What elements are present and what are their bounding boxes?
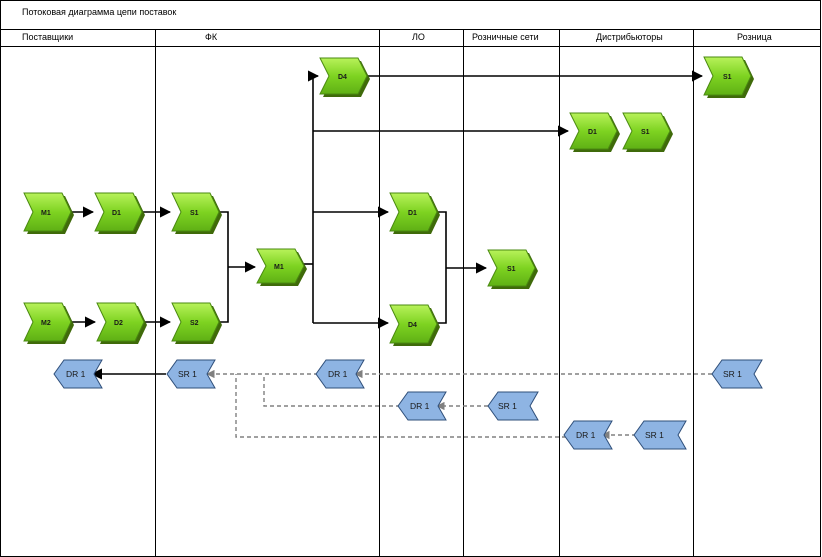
sr1-fk-label: SR 1: [178, 369, 197, 379]
s1-retail-label: S1: [723, 74, 732, 81]
return-flow-lines: [206, 369, 712, 440]
s1-distributors-label: S1: [641, 129, 650, 136]
forward-nodes: M1 D1 M2 D2 S1 S2 M1: [23, 56, 754, 346]
s2-fk-label: S2: [190, 320, 199, 327]
m1-supplier-node[interactable]: M1: [23, 192, 74, 234]
dr1-distributors-label: DR 1: [576, 430, 596, 440]
sr1-distributors-label: SR 1: [645, 430, 664, 440]
s1-fk-node[interactable]: S1: [171, 192, 222, 234]
dr1-distributors-node[interactable]: DR 1: [563, 420, 613, 450]
lane-label-suppliers: Поставщики: [22, 32, 73, 42]
return-lo-to-fk-loop: [263, 374, 400, 407]
dr1-suppliers-node[interactable]: DR 1: [53, 359, 103, 389]
sr1-retail-chains-node[interactable]: SR 1: [487, 391, 539, 421]
m1-fk-node[interactable]: M1: [256, 248, 307, 286]
d1-lo-node[interactable]: D1: [389, 192, 440, 234]
dr1-lo-lane-node[interactable]: DR 1: [397, 391, 447, 421]
s1-retail-chains-node[interactable]: S1: [487, 249, 538, 289]
d4-lo-label: D4: [408, 322, 417, 329]
dr1-lo-lane-label: DR 1: [410, 401, 430, 411]
d2-supplier-node[interactable]: D2: [96, 302, 147, 344]
d1-distributors-label: D1: [588, 129, 597, 136]
s1-retail-node[interactable]: S1: [703, 56, 754, 98]
lane-label-lo: ЛО: [412, 32, 425, 42]
diagram-title: Потоковая диаграмма цепи поставок: [22, 7, 176, 17]
sr1-fk-node[interactable]: SR 1: [166, 359, 216, 389]
lane-label-retail: Розница: [737, 32, 772, 42]
s2-fk-node[interactable]: S2: [171, 302, 222, 344]
dr1-suppliers-label: DR 1: [66, 369, 86, 379]
m1-fk-label: M1: [274, 264, 284, 271]
d4-top-node[interactable]: D4: [319, 57, 370, 97]
sr1-retail-chains-label: SR 1: [498, 401, 517, 411]
lane-separators: [155, 29, 694, 557]
forward-flow-lines: [70, 70, 704, 380]
sr1-distributors-node[interactable]: SR 1: [633, 420, 687, 450]
lane-label-fk: ФК: [205, 32, 218, 42]
d1-lo-label: D1: [408, 210, 417, 217]
d4-lo-node[interactable]: D4: [389, 304, 440, 346]
s1-fk-label: S1: [190, 210, 199, 217]
dr1-lo-node[interactable]: DR 1: [315, 359, 365, 389]
d1-supplier-label: D1: [112, 210, 121, 217]
m2-supplier-node[interactable]: M2: [23, 302, 74, 344]
d1-distributors-node[interactable]: D1: [569, 112, 620, 152]
m2-supplier-label: M2: [41, 320, 51, 327]
m1-supplier-label: M1: [41, 210, 51, 217]
lane-label-retail-chains: Розничные сети: [472, 32, 539, 42]
sr1-retail-label: SR 1: [723, 369, 742, 379]
d2-supplier-label: D2: [114, 320, 123, 327]
sr1-retail-node[interactable]: SR 1: [711, 359, 763, 389]
return-nodes: DR 1 SR 1 DR 1 SR 1 DR 1 SR 1 DR 1 SR 1: [53, 359, 763, 450]
s1-distributors-node[interactable]: S1: [622, 112, 673, 152]
d1-supplier-node[interactable]: D1: [94, 192, 145, 234]
s1-retail-chains-label: S1: [507, 266, 516, 273]
lane-label-distributors: Дистрибьюторы: [596, 32, 663, 42]
dr1-lo-label: DR 1: [328, 369, 348, 379]
d4-top-label: D4: [338, 74, 347, 81]
return-distributors-to-fk-loop: [235, 374, 566, 438]
